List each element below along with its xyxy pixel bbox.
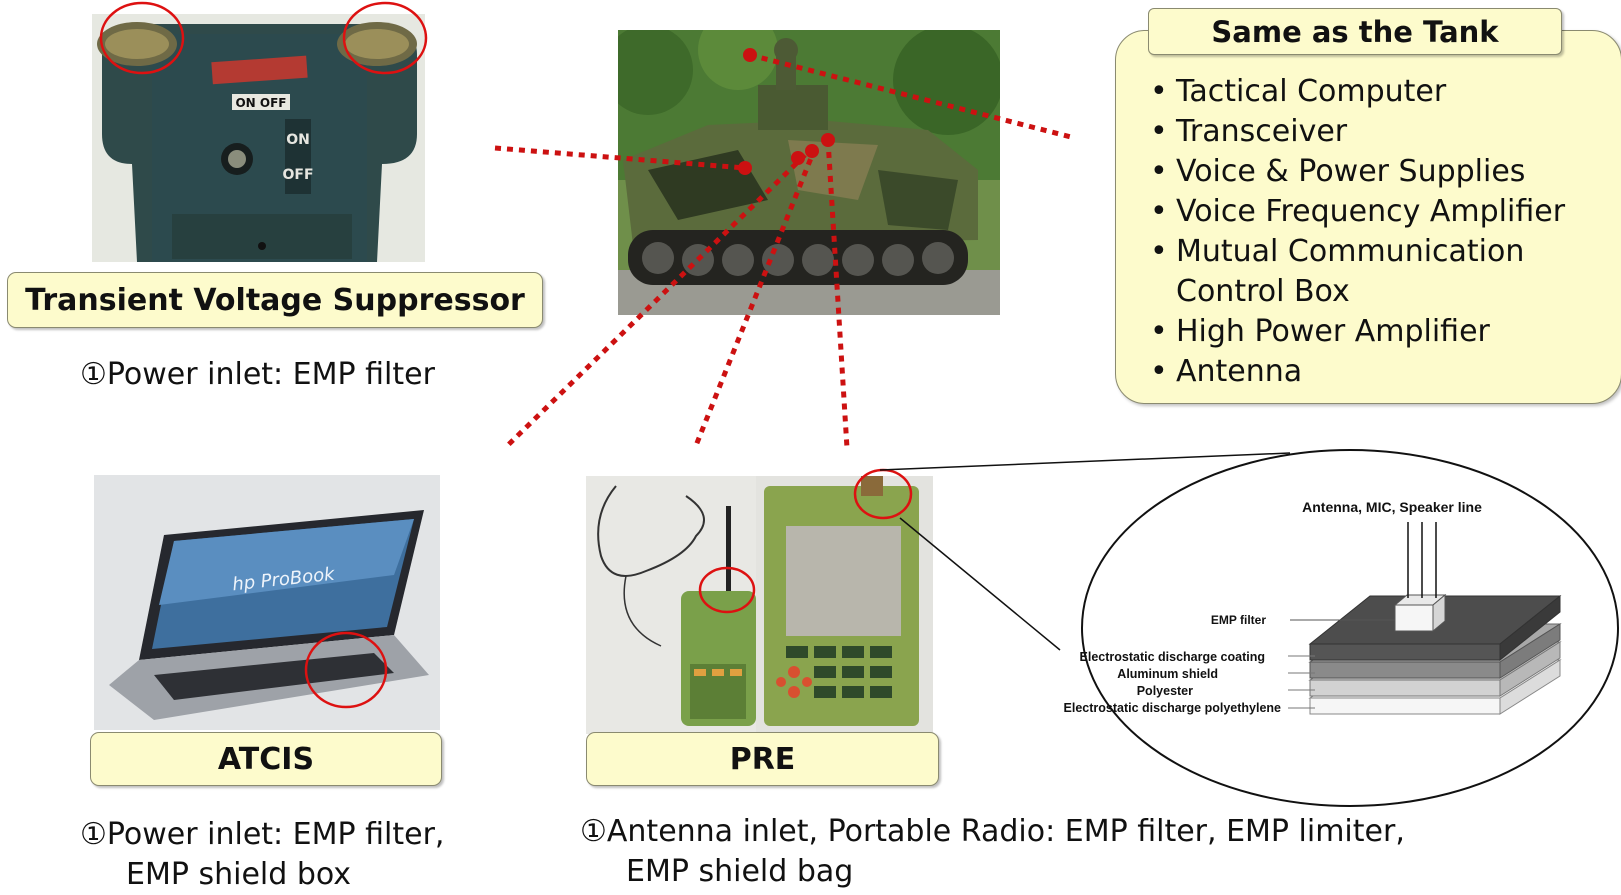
tank-list: •Tactical Computer •Transceiver •Voice &… bbox=[1150, 72, 1565, 392]
shield-layer-label: Polyester bbox=[1137, 684, 1193, 698]
shield-layer-label: Electrostatic discharge polyethylene bbox=[1064, 701, 1281, 715]
tvs-switch-off-label: OFF bbox=[282, 167, 313, 183]
atcis-caption-line-1: ①Power inlet: EMP filter, bbox=[80, 817, 445, 852]
tank-list-item-text: Mutual Communication bbox=[1176, 234, 1525, 269]
tank-list-item-text: Tactical Computer bbox=[1176, 74, 1447, 109]
tvs-photo: ON OFF ON OFF bbox=[92, 14, 425, 262]
pre-caption-line-2: EMP shield bag bbox=[626, 854, 854, 889]
connector-points bbox=[738, 48, 835, 175]
callout-lines bbox=[879, 452, 1291, 651]
highlight-circles bbox=[99, 1, 913, 709]
apc-vehicle-photo bbox=[618, 30, 1000, 315]
pre-caption-line-1: ①Antenna inlet, Portable Radio: EMP filt… bbox=[580, 814, 1405, 849]
atcis-label-text: ATCIS bbox=[217, 741, 315, 777]
tank-list-item: •Tactical Computer bbox=[1150, 72, 1565, 112]
bullet-icon: • bbox=[1150, 74, 1168, 109]
bullet-icon: • bbox=[1150, 354, 1168, 389]
tank-list-item-text-continued: Control Box bbox=[1176, 274, 1350, 309]
tank-list-title: Same as the Tank bbox=[1148, 8, 1562, 55]
pre-radio-photo bbox=[586, 476, 933, 734]
bullet-icon: • bbox=[1150, 314, 1168, 349]
bullet-icon: • bbox=[1150, 114, 1168, 149]
tank-list-item-text: Voice & Power Supplies bbox=[1176, 154, 1526, 189]
tank-list-item: •Voice & Power Supplies bbox=[1150, 152, 1565, 192]
shield-top-label: Antenna, MIC, Speaker line bbox=[1302, 499, 1482, 515]
bullet-icon: • bbox=[1150, 234, 1168, 269]
tank-list-item: •High Power Amplifier bbox=[1150, 312, 1565, 352]
atcis-label: ATCIS bbox=[90, 732, 442, 786]
bullet-icon: • bbox=[1150, 194, 1168, 229]
tank-list-item-text: High Power Amplifier bbox=[1176, 314, 1490, 349]
tvs-switch-top-label: ON OFF bbox=[235, 96, 286, 110]
tank-list-panel bbox=[1115, 30, 1621, 404]
bullet-icon: • bbox=[1150, 154, 1168, 189]
connector-lines bbox=[494, 52, 1076, 450]
tvs-caption: ①Power inlet: EMP filter bbox=[80, 357, 435, 392]
pre-label: PRE bbox=[586, 732, 939, 786]
tvs-label-text: Transient Voltage Suppressor bbox=[25, 282, 525, 318]
pre-caption: ①Antenna inlet, Portable Radio: EMP filt… bbox=[580, 812, 1405, 892]
atcis-laptop-photo: hp ProBook bbox=[94, 475, 440, 730]
shield-filter-label: EMP filter bbox=[1211, 613, 1266, 627]
tvs-switch-on-label: ON bbox=[286, 132, 310, 148]
tank-list-item: •Antenna bbox=[1150, 352, 1565, 392]
tvs-label: Transient Voltage Suppressor bbox=[7, 272, 543, 328]
tank-list-item: •Voice Frequency Amplifier bbox=[1150, 192, 1565, 232]
pre-label-text: PRE bbox=[729, 741, 796, 777]
tank-list-item: •Transceiver bbox=[1150, 112, 1565, 152]
shield-layer-label: Electrostatic discharge coating bbox=[1080, 650, 1265, 664]
tank-list-item-text: Antenna bbox=[1176, 354, 1303, 389]
atcis-caption: ①Power inlet: EMP filter, EMP shield box bbox=[80, 815, 444, 895]
shield-diagram: Antenna, MIC, Speaker line EMP filter El… bbox=[1064, 449, 1619, 807]
tank-list-item-text: Transceiver bbox=[1176, 114, 1348, 149]
tank-list-item-text: Voice Frequency Amplifier bbox=[1176, 194, 1566, 229]
atcis-caption-line-2: EMP shield box bbox=[126, 857, 352, 892]
shield-layer-label: Aluminum shield bbox=[1117, 667, 1218, 681]
